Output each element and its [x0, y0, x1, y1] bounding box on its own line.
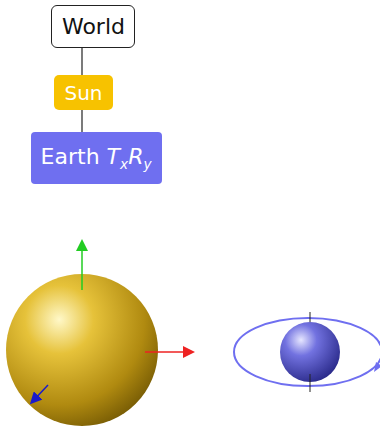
earth-box: Earth TxRy — [31, 132, 162, 184]
sun-box: Sun — [54, 75, 113, 110]
tree-connector — [81, 110, 82, 132]
node-label: Sun — [64, 81, 102, 105]
node-label: World — [62, 14, 125, 39]
orbit-arrowhead — [374, 362, 380, 372]
earth-axis — [310, 374, 311, 392]
tree-connector — [81, 48, 82, 75]
x-axis-arrow — [145, 351, 192, 353]
orbit-ellipse — [234, 318, 380, 386]
z-axis-arrow — [32, 385, 48, 402]
root-box: World — [51, 5, 135, 48]
sun-sphere — [6, 274, 158, 426]
earth-sphere — [280, 322, 340, 382]
node-label: Earth TxRy — [41, 144, 152, 172]
y-axis-arrow — [81, 242, 83, 290]
